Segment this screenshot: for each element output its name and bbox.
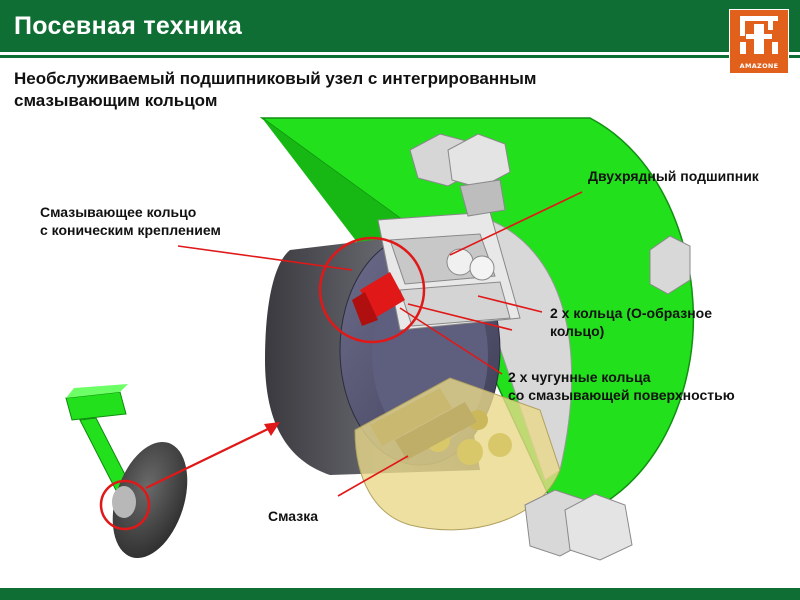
slide-subtitle: Необслуживаемый подшипниковый узел с инт…: [14, 68, 654, 112]
wiping-ring: [352, 272, 405, 326]
label-o-rings: 2 х кольца (О-образное кольцо): [550, 304, 712, 340]
logo-wordmark: AMAZONE: [739, 62, 779, 70]
label-wiping-ring: Смазывающее кольцо с коническим креплени…: [40, 203, 221, 239]
subtitle-line-2: смазывающим кольцом: [14, 91, 218, 110]
bolt-bottom: [524, 489, 633, 561]
label-wiping-ring-line-1: Смазывающее кольцо: [40, 204, 197, 220]
grease-cage: [354, 377, 561, 531]
header-divider: [0, 52, 800, 55]
label-cast-iron-rings-line-1: 2 х чугунные кольца: [508, 369, 651, 385]
footer-bar: [0, 588, 800, 600]
pointer-lines: [177, 191, 583, 497]
logo-emblem-icon: [740, 16, 778, 54]
label-wiping-ring-line-2: с коническим креплением: [40, 222, 221, 238]
subtitle-line-1: Необслуживаемый подшипниковый узел с инт…: [14, 69, 537, 88]
label-cast-iron-rings: 2 х чугунные кольца со смазывающей повер…: [508, 368, 735, 404]
label-o-rings-line-1: 2 х кольца (О-образное: [550, 305, 713, 321]
detail-highlight-circle: [318, 236, 426, 344]
label-cast-iron-rings-line-2: со смазывающей поверхностью: [508, 387, 735, 403]
bolt-top: [409, 133, 511, 217]
amazone-logo: AMAZONE: [729, 9, 789, 74]
thumbnail-highlight-circle: [99, 479, 151, 531]
label-o-rings-line-2: кольцо): [550, 323, 605, 339]
header-divider-lower: [0, 55, 800, 58]
seeder-overview-thumbnail: [65, 384, 188, 559]
bolt-right: [649, 235, 691, 295]
label-double-row-bearing: Двухрядный подшипник: [588, 168, 759, 184]
header-bar: [0, 0, 800, 56]
label-grease: Смазка: [268, 508, 318, 524]
page-title: Посевная техника: [14, 12, 243, 40]
zoom-arrow: [145, 422, 280, 489]
